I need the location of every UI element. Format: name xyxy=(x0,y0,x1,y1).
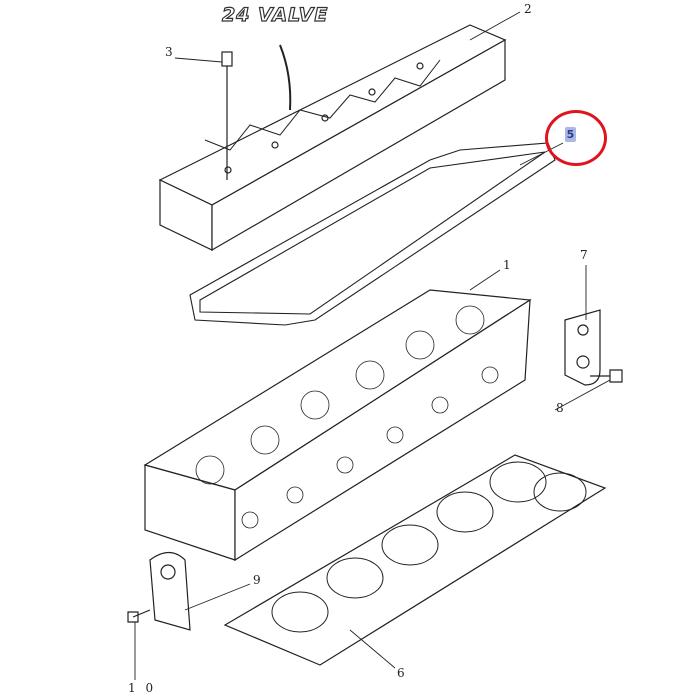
callout-9[interactable]: 9 xyxy=(253,573,264,587)
cylinder-head[interactable] xyxy=(143,289,532,562)
callout-6[interactable]: 6 xyxy=(397,666,408,680)
callout-7[interactable]: 7 xyxy=(580,248,591,262)
callout-8[interactable]: 8 xyxy=(556,401,567,415)
24-valve-logo: 24 VALVE xyxy=(221,3,329,26)
callout-10[interactable]: 1 0 xyxy=(128,681,157,695)
callout-1[interactable]: 1 xyxy=(503,258,514,272)
callout-3[interactable]: 3 xyxy=(165,45,176,59)
bolt-10[interactable] xyxy=(127,609,151,623)
head-gasket[interactable] xyxy=(223,442,607,666)
bolt-8[interactable] xyxy=(590,369,623,383)
valve-cover[interactable] xyxy=(158,24,507,252)
callout-2[interactable]: 2 xyxy=(524,2,535,16)
lifting-bracket-front[interactable] xyxy=(149,551,191,631)
leader-lines xyxy=(134,11,611,680)
callout-5[interactable]: 5 xyxy=(565,127,576,142)
highlight-circle xyxy=(545,110,607,166)
breather-hose xyxy=(279,44,292,111)
lifting-bracket-rear[interactable] xyxy=(564,309,601,386)
bolt[interactable] xyxy=(221,51,233,180)
valve-cover-gasket[interactable] xyxy=(189,142,556,326)
